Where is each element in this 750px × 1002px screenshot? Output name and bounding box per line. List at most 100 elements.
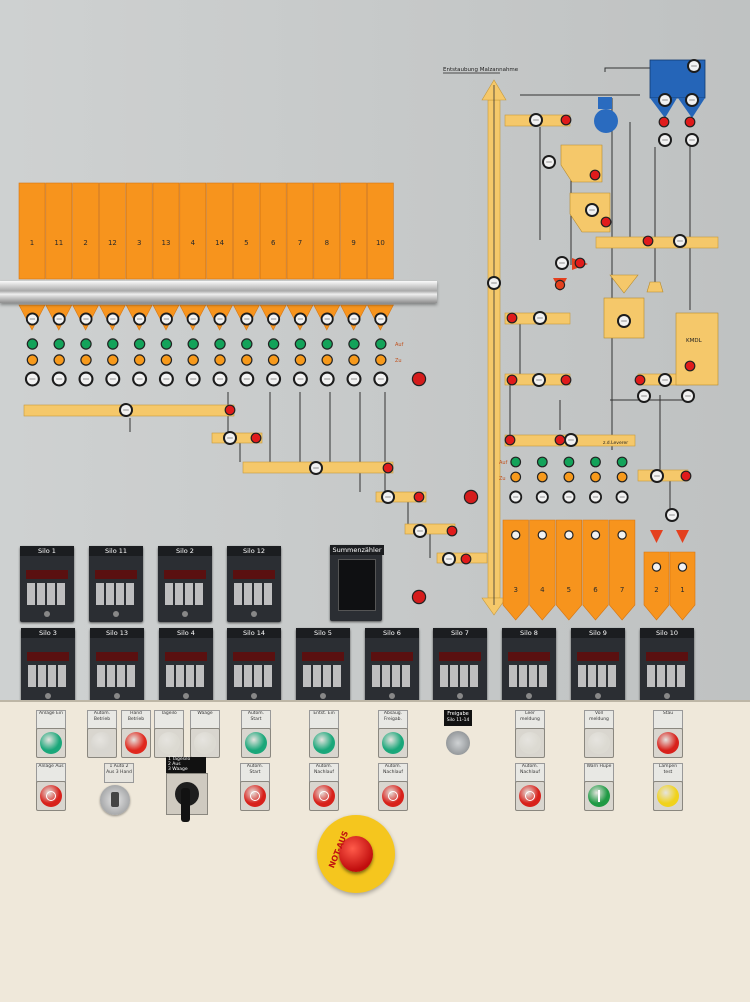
lamp-green[interactable] (591, 457, 600, 467)
push-button[interactable] (190, 728, 220, 758)
status-lamp-red[interactable] (685, 117, 695, 127)
silo-counter[interactable]: Silo 1 (20, 546, 74, 622)
lamp-green[interactable] (27, 339, 37, 349)
push-button-cap[interactable] (244, 785, 266, 807)
silo-counter[interactable]: Silo 6 (365, 628, 419, 704)
push-button-cap[interactable] (588, 785, 610, 807)
push-button-cap[interactable] (588, 732, 610, 754)
lamp-red-indicator[interactable] (413, 373, 425, 385)
silo-counter[interactable]: Silo 14 (227, 628, 281, 704)
lamp-orange[interactable] (188, 355, 198, 365)
lamp-orange[interactable] (161, 355, 171, 365)
status-lamp-red[interactable] (635, 375, 645, 385)
push-button-cap[interactable] (245, 732, 267, 754)
lamp-orange[interactable] (54, 355, 64, 365)
silo-counter[interactable]: Silo 7 (433, 628, 487, 704)
counter-keypad[interactable] (303, 665, 343, 687)
push-button[interactable] (515, 728, 545, 758)
push-button[interactable] (36, 781, 66, 811)
push-button[interactable] (36, 728, 66, 758)
counter-keypad[interactable] (27, 583, 67, 605)
lamp-orange[interactable] (135, 355, 145, 365)
push-button[interactable] (584, 728, 614, 758)
counter-keypad[interactable] (166, 665, 206, 687)
silo-counter[interactable]: Silo 12 (227, 546, 281, 622)
push-button[interactable] (87, 728, 117, 758)
silo-lamp-white[interactable] (538, 531, 546, 539)
push-button-cap[interactable] (40, 785, 62, 807)
silo-counter[interactable]: Silo 3 (21, 628, 75, 704)
push-button-cap[interactable] (91, 732, 113, 754)
counter-keypad[interactable] (97, 665, 137, 687)
freigabe-key-switch[interactable] (446, 731, 470, 755)
counter-reset-knob[interactable] (251, 611, 257, 617)
lamp-orange[interactable] (617, 472, 627, 482)
push-button-cap[interactable] (382, 785, 404, 807)
counter-reset-knob[interactable] (664, 693, 670, 699)
counter-keypad[interactable] (234, 665, 274, 687)
counter-reset-knob[interactable] (44, 611, 50, 617)
push-button-cap[interactable] (158, 732, 180, 754)
counter-keypad[interactable] (647, 665, 687, 687)
status-lamp-red[interactable] (383, 463, 393, 473)
lamp-green[interactable] (295, 339, 305, 349)
silo-lamp-white[interactable] (592, 531, 599, 539)
lamp-green[interactable] (161, 339, 171, 349)
lamp-green[interactable] (81, 339, 91, 349)
lamp-green[interactable] (269, 339, 279, 349)
push-button-cap[interactable] (194, 732, 216, 754)
silo-counter[interactable]: Silo 10 (640, 628, 694, 704)
counter-keypad[interactable] (578, 665, 618, 687)
silo-lamp-white[interactable] (512, 531, 520, 539)
silo-counter[interactable]: Silo 8 (502, 628, 556, 704)
lamp-orange[interactable] (108, 355, 118, 365)
status-lamp-red[interactable] (575, 258, 585, 268)
status-lamp-red[interactable] (643, 236, 653, 246)
lamp-orange[interactable] (81, 355, 91, 365)
status-lamp-red[interactable] (251, 433, 261, 443)
push-button-cap[interactable] (382, 732, 404, 754)
status-lamp-red[interactable] (461, 554, 471, 564)
lamp-orange[interactable] (295, 355, 305, 365)
push-button[interactable] (378, 728, 408, 758)
counter-keypad[interactable] (234, 583, 274, 605)
silo-counter[interactable]: Silo 9 (571, 628, 625, 704)
silo-counter[interactable]: Silo 5 (296, 628, 350, 704)
counter-keypad[interactable] (509, 665, 549, 687)
counter-keypad[interactable] (372, 665, 412, 687)
lamp-orange[interactable] (322, 355, 332, 365)
lamp-orange[interactable] (27, 355, 37, 365)
silo-lamp-white[interactable] (618, 531, 626, 539)
status-lamp-red[interactable] (447, 526, 457, 536)
silo-counter[interactable]: Silo 2 (158, 546, 212, 622)
silo-lamp-white[interactable] (653, 563, 660, 571)
counter-reset-knob[interactable] (320, 693, 326, 699)
lamp-green[interactable] (538, 457, 547, 467)
counter-reset-knob[interactable] (183, 693, 189, 699)
push-button-cap[interactable] (125, 732, 147, 754)
silo-lamp-white[interactable] (565, 531, 573, 539)
status-lamp-red[interactable] (414, 492, 424, 502)
counter-keypad[interactable] (165, 583, 205, 605)
counter-reset-knob[interactable] (457, 693, 463, 699)
lamp-red-indicator[interactable] (413, 591, 425, 603)
counter-reset-knob[interactable] (251, 693, 257, 699)
lamp-green[interactable] (54, 339, 64, 349)
emergency-stop-button[interactable] (339, 836, 373, 872)
push-button[interactable] (309, 728, 339, 758)
push-button[interactable] (241, 728, 271, 758)
lamp-orange[interactable] (376, 355, 386, 365)
push-button-cap[interactable] (313, 732, 335, 754)
lamp-red[interactable] (556, 281, 564, 289)
push-button[interactable] (653, 728, 683, 758)
silo-counter[interactable]: Silo 13 (90, 628, 144, 704)
lamp-orange[interactable] (564, 472, 574, 482)
push-button-cap[interactable] (40, 732, 62, 754)
status-lamp-red[interactable] (590, 170, 600, 180)
counter-reset-knob[interactable] (114, 693, 120, 699)
push-button[interactable] (154, 728, 184, 758)
counter-reset-knob[interactable] (113, 611, 119, 617)
silo-lamp-white[interactable] (679, 563, 686, 571)
counter-reset-knob[interactable] (389, 693, 395, 699)
push-button[interactable] (121, 728, 151, 758)
